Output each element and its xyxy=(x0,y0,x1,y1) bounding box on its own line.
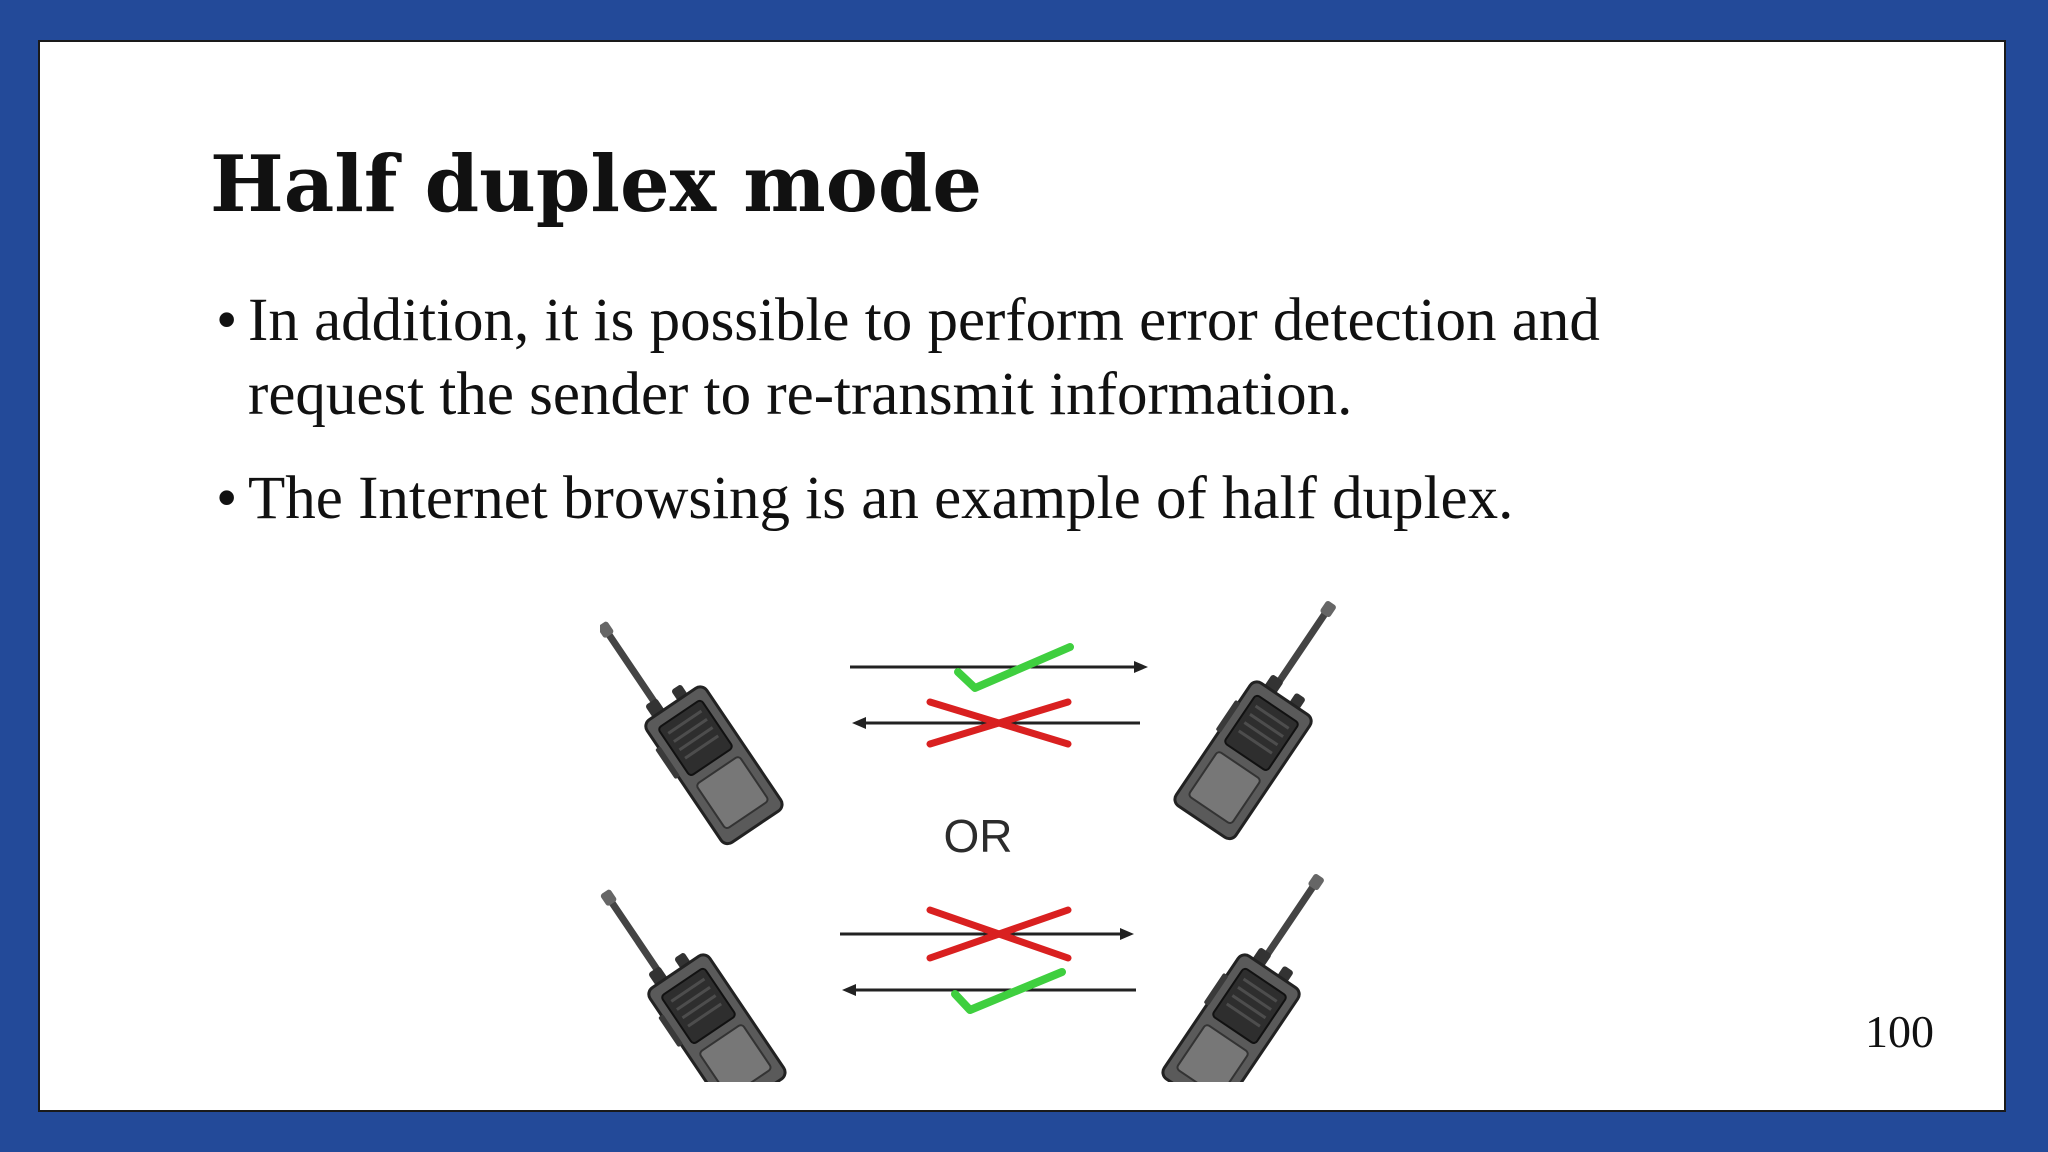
walkie-talkie-icon xyxy=(600,596,785,849)
or-label: OR xyxy=(944,810,1013,862)
bullet-marker: • xyxy=(216,465,238,532)
bullet-item: • In addition, it is possible to perform… xyxy=(216,284,1776,432)
checkmark-icon xyxy=(954,643,1074,692)
walkie-talkie-icon xyxy=(1169,589,1360,842)
bullet-text: In addition, it is possible to perform e… xyxy=(248,287,1600,428)
bullet-list: • In addition, it is possible to perform… xyxy=(216,284,1776,536)
walkie-talkie-icon xyxy=(600,864,788,1082)
walkie-talkie-icon xyxy=(1157,862,1360,1082)
bullet-item: • The Internet browsing is an example of… xyxy=(216,462,1776,536)
cross-icon xyxy=(926,906,1072,962)
page-number: 100 xyxy=(1865,1006,1934,1057)
slide-title: Half duplex mode xyxy=(210,139,983,230)
bullet-marker: • xyxy=(216,287,238,354)
cross-icon xyxy=(926,698,1072,748)
bullet-text: The Internet browsing is an example of h… xyxy=(248,465,1514,532)
checkmark-icon xyxy=(951,968,1066,1014)
slide: Half duplex mode • In addition, it is po… xyxy=(38,40,2006,1112)
arrow-right-icon xyxy=(850,661,1148,673)
arrow-left-icon xyxy=(842,984,1136,996)
arrow-right-icon xyxy=(840,928,1134,940)
half-duplex-diagram: OR xyxy=(600,562,1360,1082)
